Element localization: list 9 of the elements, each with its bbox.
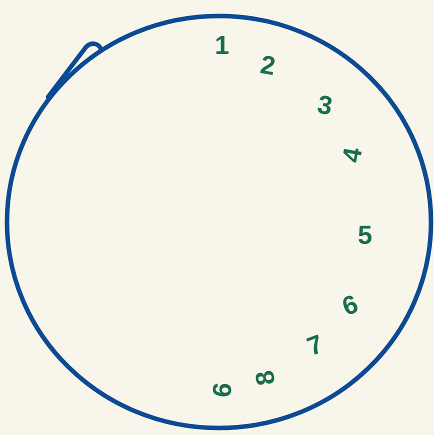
clock-number: 9 [212, 384, 232, 396]
clock-number: 8 [256, 370, 274, 385]
clock-number: 1 [216, 36, 228, 54]
clock-number: 3 [318, 96, 332, 114]
clock-number: 5 [358, 226, 372, 244]
clock-number: 4 [343, 148, 362, 163]
clock-number: 6 [343, 296, 358, 314]
clock-number: 7 [306, 334, 319, 355]
clock-number: 2 [260, 56, 275, 76]
